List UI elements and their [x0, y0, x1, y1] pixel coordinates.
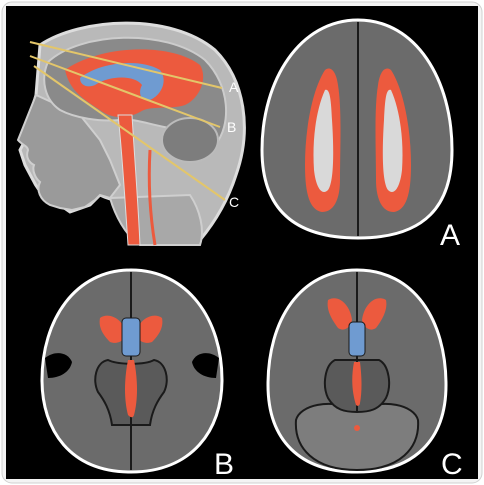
axial-c-fourth-ventricle — [354, 425, 360, 431]
axial-c-third-ventricle — [349, 322, 365, 356]
plane-label-a: A — [229, 79, 239, 95]
axial-b-aqueduct — [125, 360, 137, 417]
axial-c-label: C — [441, 448, 463, 481]
axial-a-label: A — [440, 219, 460, 252]
plane-label-b: B — [227, 119, 236, 135]
axial-b-third-ventricle — [122, 318, 140, 356]
cerebellum — [162, 118, 218, 162]
axial-b-label: B — [214, 448, 234, 481]
plane-label-c: C — [229, 194, 239, 210]
axial-c-cerebellum — [296, 404, 418, 470]
